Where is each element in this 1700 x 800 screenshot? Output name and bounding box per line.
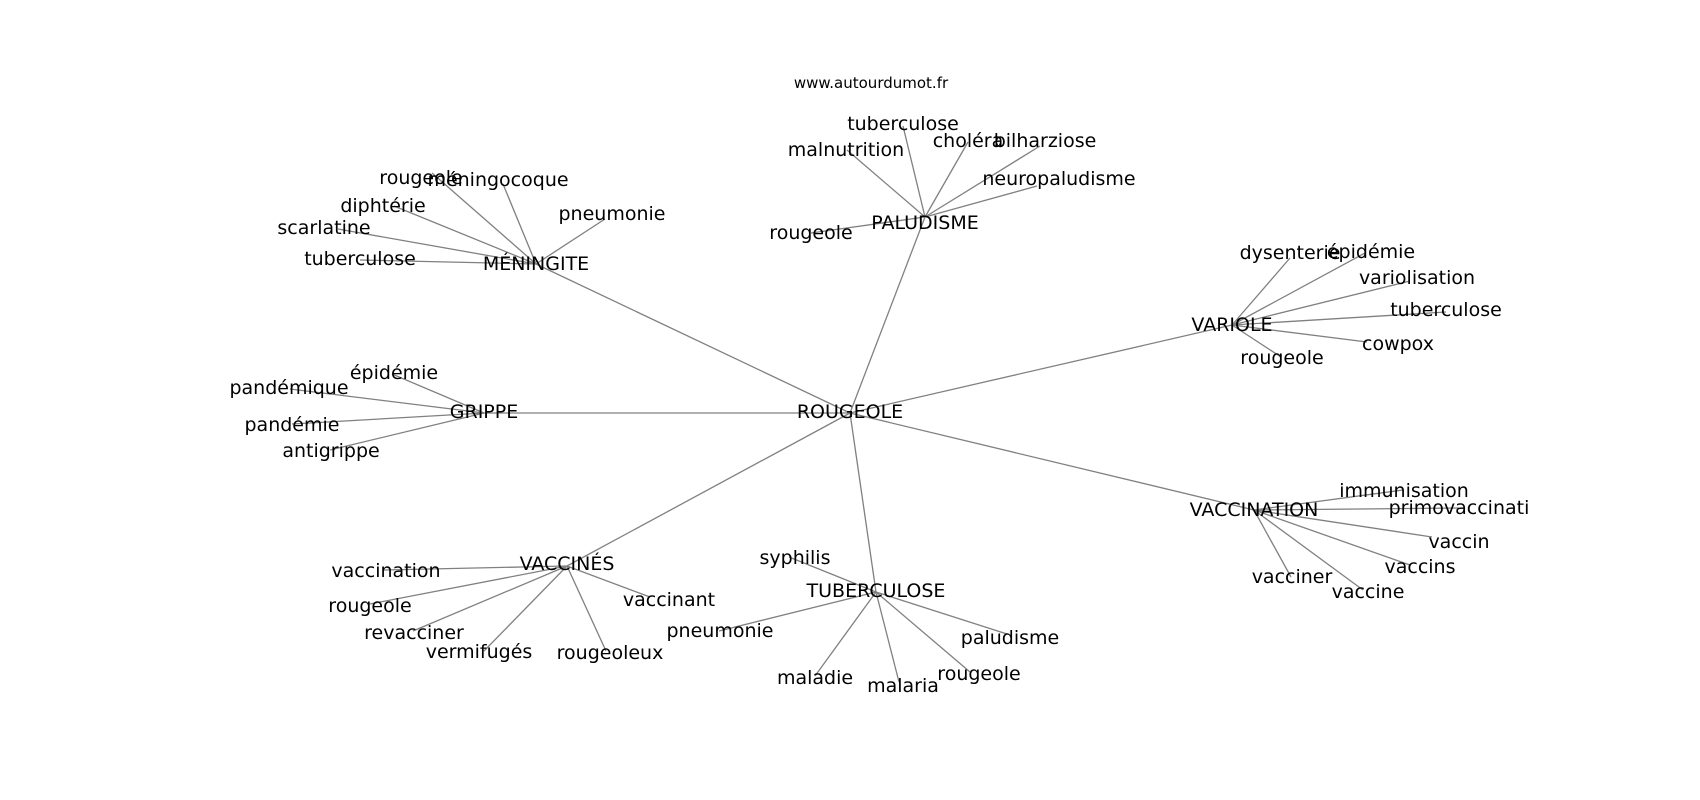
edge-meningite-pneumonie	[535, 218, 606, 265]
edge-vaccines-vaccination	[383, 565, 568, 571]
leaf-node-vaccination-vaccine: vaccine	[1332, 581, 1405, 603]
leaf-node-vaccination-vaccin: vaccin	[1428, 531, 1489, 553]
leaf-node-grippe-antigrippe: antigrippe	[282, 440, 379, 462]
edge-tuberculose-malaria	[875, 591, 900, 683]
leaf-node-tuberculose-syphilis: syphilis	[760, 547, 831, 569]
leaf-node-paludisme-rougeole: rougeole	[769, 222, 852, 244]
leaf-node-vaccines-rougeoleux: rougeoleux	[557, 642, 664, 664]
edge-variole-tuberculose	[1231, 311, 1447, 326]
edge-variole-dysenterie	[1231, 257, 1291, 326]
edge-vaccines-rougeoleux	[566, 565, 607, 652]
edge-vaccines-rougeole	[369, 565, 568, 605]
site-credit: www.autourdumot.fr	[794, 74, 949, 92]
edge-tuberculose-rougeole	[875, 591, 971, 673]
hub-node-meningite: MÉNINGITE	[483, 252, 589, 275]
leaf-node-vaccines-vaccinant: vaccinant	[623, 589, 715, 611]
edge-meningite-tuberculose	[359, 259, 537, 265]
hub-node-vaccines: VACCINÉS	[520, 552, 615, 575]
leaf-node-vaccines-vermifuges: vermifugés	[426, 641, 533, 663]
edge-tuberculose-paludisme	[875, 591, 1008, 635]
edge-center-paludisme	[849, 216, 926, 414]
leaf-node-grippe-pandemique: pandémique	[229, 377, 348, 399]
edge-tuberculose-maladie	[814, 591, 877, 677]
center-node-label: ROUGEOLE	[797, 401, 903, 423]
edge-vaccination-vaccin	[1253, 509, 1433, 538]
hub-node-vaccination: VACCINATION	[1190, 499, 1319, 521]
leaf-node-meningite-pneumonie: pneumonie	[559, 203, 666, 225]
leaf-node-variole-dysenterie: dysenterie	[1240, 242, 1341, 264]
edge-variole-rougeole	[1231, 324, 1282, 358]
edge-grippe-pandemique	[289, 388, 485, 414]
leaf-node-meningite-tuberculose: tuberculose	[304, 248, 416, 270]
edge-grippe-antigrippe	[329, 412, 485, 451]
edge-meningite-rougeole	[431, 172, 537, 265]
edge-center-variole	[849, 324, 1233, 414]
leaf-node-vaccines-vaccination: vaccination	[331, 560, 440, 582]
edge-paludisme-neuropaludisme	[924, 185, 1038, 218]
leaf-node-meningite-rougeole: rougeole	[379, 167, 462, 189]
leaf-node-tuberculose-paludisme: paludisme	[961, 627, 1059, 649]
leaf-node-vaccination-vacciner: vacciner	[1252, 566, 1333, 588]
graph-edges	[289, 125, 1460, 683]
leaf-node-vaccines-revacciner: revacciner	[364, 622, 464, 644]
edge-paludisme-rougeole	[810, 216, 926, 234]
leaf-node-variole-epidemie: épidémie	[1327, 241, 1415, 263]
leaf-node-tuberculose-rougeole: rougeole	[937, 663, 1020, 685]
edge-paludisme-bilharziose	[924, 145, 1041, 218]
edge-vaccination-immunisation	[1253, 489, 1404, 511]
leaf-node-paludisme-cholera: choléra	[933, 130, 1004, 152]
hub-node-variole: VARIOLE	[1191, 314, 1272, 336]
leaf-node-vaccination-primovaccinati: primovaccinati	[1389, 497, 1530, 519]
edge-vaccination-vaccine	[1253, 509, 1364, 591]
leaf-node-tuberculose-pneumonie: pneumonie	[667, 620, 774, 642]
leaf-node-meningite-meningocoque: méningocoque	[427, 169, 568, 191]
hub-node-grippe: GRIPPE	[450, 401, 518, 423]
edge-center-vaccination	[849, 412, 1255, 511]
edge-paludisme-malnutrition	[846, 149, 926, 218]
leaf-node-paludisme-bilharziose: bilharziose	[994, 130, 1097, 152]
edge-vaccination-vaccins	[1253, 509, 1411, 566]
leaf-node-grippe-epidemie: épidémie	[350, 362, 438, 384]
edge-meningite-scarlatine	[337, 228, 537, 265]
leaf-node-meningite-diphterie: diphtérie	[340, 195, 425, 217]
edge-vaccines-revacciner	[412, 565, 568, 632]
leaf-node-vaccines-rougeole: rougeole	[328, 595, 411, 617]
edge-vaccines-vermifuges	[483, 565, 568, 652]
leaf-node-paludisme-malnutrition: malnutrition	[788, 139, 904, 161]
edge-grippe-pandemie	[291, 412, 485, 425]
edge-paludisme-tuberculose	[902, 125, 926, 218]
leaf-node-variole-variolisation: variolisation	[1359, 267, 1475, 289]
edge-variole-variolisation	[1231, 280, 1411, 326]
edge-vaccination-vacciner	[1253, 509, 1292, 578]
leaf-node-vaccination-immunisation: immunisation	[1339, 480, 1469, 502]
edge-vaccines-vaccinant	[566, 565, 651, 598]
leaf-node-meningite-scarlatine: scarlatine	[277, 217, 370, 239]
leaf-node-paludisme-neuropaludisme: neuropaludisme	[982, 168, 1135, 190]
edge-center-tuberculose	[849, 412, 877, 593]
leaf-node-variole-rougeole: rougeole	[1240, 347, 1323, 369]
edge-meningite-diphterie	[393, 205, 537, 265]
graph-labels: www.autourdumot.fr ROUGEOLE MÉNINGITE roug…	[229, 74, 1529, 697]
edge-paludisme-cholera	[924, 141, 969, 218]
edge-center-meningite	[535, 263, 851, 414]
leaf-node-grippe-pandemie: pandémie	[245, 414, 340, 436]
hub-node-paludisme: PALUDISME	[871, 212, 978, 234]
leaf-node-paludisme-tuberculose: tuberculose	[847, 113, 959, 135]
edge-center-vaccines	[566, 412, 851, 567]
edge-meningite-meningocoque	[502, 183, 537, 265]
edge-variole-cowpox	[1231, 324, 1368, 343]
leaf-node-vaccination-vaccins: vaccins	[1385, 556, 1456, 578]
edge-tuberculose-syphilis	[788, 556, 877, 593]
leaf-node-tuberculose-malaria: malaria	[867, 675, 939, 697]
leaf-node-variole-cowpox: cowpox	[1362, 333, 1434, 355]
edge-vaccination-primovaccinati	[1253, 507, 1460, 511]
leaf-node-variole-tuberculose: tuberculose	[1390, 299, 1502, 321]
leaf-node-tuberculose-maladie: maladie	[777, 667, 853, 689]
edge-variole-epidemie	[1231, 252, 1366, 326]
edge-grippe-epidemie	[391, 373, 485, 414]
hub-node-tuberculose: TUBERCULOSE	[806, 580, 946, 602]
edge-tuberculose-pneumonie	[718, 591, 877, 632]
